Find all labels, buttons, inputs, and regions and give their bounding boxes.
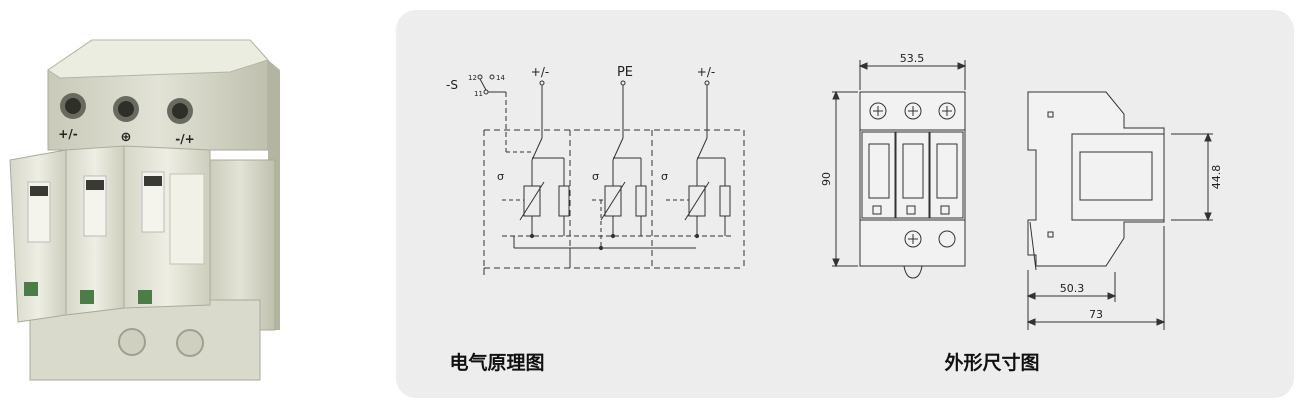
contact-label: 12 bbox=[468, 74, 477, 82]
dimension-height: 90 bbox=[820, 172, 833, 186]
plug-module bbox=[65, 145, 125, 316]
terminal-label: +/- bbox=[58, 127, 77, 141]
pole-label: +/- bbox=[531, 65, 549, 79]
terminal-label: -/+ bbox=[175, 132, 194, 146]
side-view-drawing: 44.8 50.3 73 bbox=[1026, 91, 1223, 330]
terminal-label: ⊕ bbox=[121, 130, 132, 145]
theta-symbol: σ bbox=[661, 170, 668, 183]
terminal-screw bbox=[167, 98, 193, 124]
bottom-port bbox=[176, 329, 204, 357]
bottom-port bbox=[118, 328, 146, 356]
plug-module bbox=[123, 145, 211, 309]
theta-symbol: σ bbox=[592, 170, 599, 183]
remote-signal-label: -S bbox=[446, 78, 458, 92]
schematic-caption: 电气原理图 bbox=[449, 352, 545, 374]
contact-label: 14 bbox=[496, 74, 505, 82]
dimension-front-height: 44.8 bbox=[1210, 165, 1223, 190]
terminal-screw bbox=[60, 93, 86, 119]
dimensions-caption: 外形尺寸图 bbox=[944, 352, 1040, 374]
contact-label: 11 bbox=[474, 90, 483, 98]
pole-label: PE bbox=[617, 65, 633, 80]
dimension-width: 53.5 bbox=[900, 52, 925, 65]
technical-drawings: -S 12 14 11 +/- PE +/- bbox=[446, 52, 1223, 330]
front-view-drawing: 53.5 90 bbox=[820, 52, 967, 279]
plug-module bbox=[9, 149, 67, 323]
drawing-panel: -S 12 14 11 +/- PE +/- bbox=[396, 10, 1294, 398]
theta-symbol: σ bbox=[497, 170, 504, 183]
dimension-depth-rail: 50.3 bbox=[1060, 282, 1085, 295]
pole-label: +/- bbox=[697, 65, 715, 79]
dimension-depth-total: 73 bbox=[1089, 308, 1103, 321]
electrical-schematic: -S 12 14 11 +/- PE +/- bbox=[446, 65, 745, 275]
terminal-screw bbox=[113, 96, 139, 122]
product-photo: +/- ⊕ -/+ bbox=[9, 39, 280, 381]
